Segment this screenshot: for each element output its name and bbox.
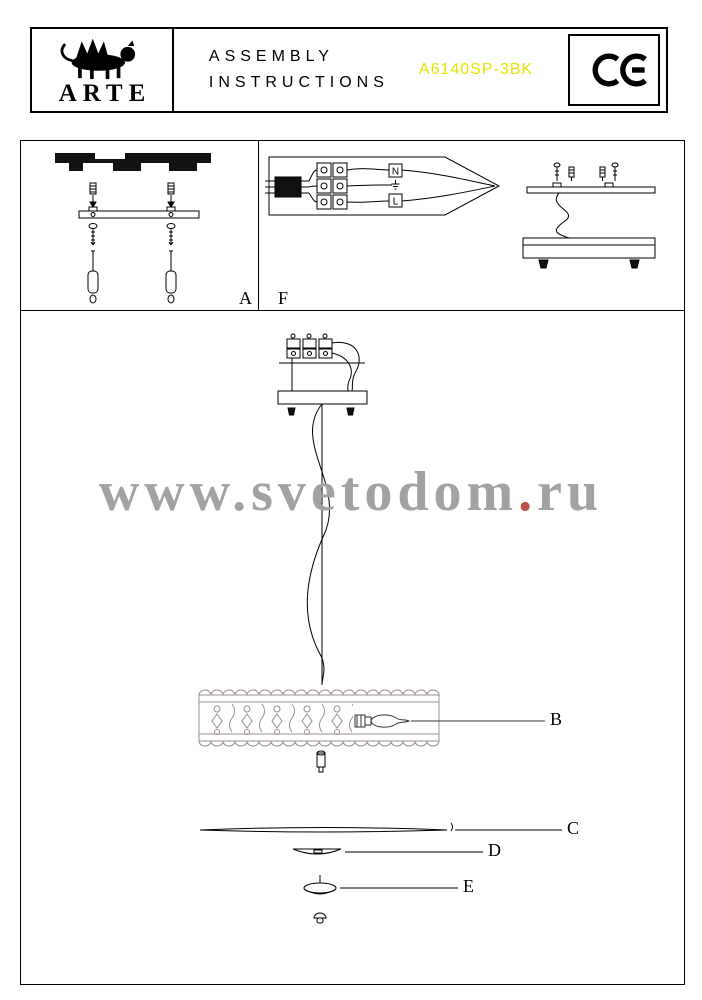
page-title: ASSEMBLY INSTRUCTIONS — [209, 44, 389, 97]
screw-icon — [88, 223, 98, 246]
ceiling-bracket-shape — [55, 153, 211, 171]
panel-a-mounting-hardware — [21, 141, 259, 311]
header-box: ARTE ASSEMBLY INSTRUCTIONS A6140SP-3BK — [30, 27, 668, 113]
screw-icon — [166, 223, 176, 246]
panel-f-label: F — [278, 288, 289, 308]
mounting-bar — [78, 206, 200, 219]
suspension-cable — [306, 403, 330, 686]
screwdriver-icon — [87, 250, 99, 304]
watermark-dot: . — [518, 461, 538, 523]
terminal-block — [316, 162, 348, 210]
wire-label-live: L — [393, 197, 399, 208]
title-cell: ASSEMBLY INSTRUCTIONS A6140SP-3BK — [174, 29, 568, 111]
ce-mark-box — [568, 34, 660, 106]
ring-nut-part-e — [303, 875, 458, 895]
mounting-bar — [526, 182, 656, 194]
panel-a-label: A — [239, 288, 252, 308]
main-frame: N L — [20, 140, 685, 985]
watermark-suffix: ru — [537, 461, 604, 523]
screw-icon — [553, 162, 561, 181]
wall-anchor-icon — [599, 166, 606, 181]
canopy-plate — [522, 237, 656, 259]
dish-part-d — [292, 848, 483, 855]
mounting-hardware-drawing — [55, 153, 211, 304]
wall-anchor-icon — [568, 166, 575, 181]
bulb-window — [353, 703, 437, 733]
power-cord — [555, 192, 570, 239]
earth-symbol-icon — [391, 180, 400, 190]
shade-finial — [316, 750, 326, 773]
lampshade — [198, 689, 440, 747]
ceiling-terminal-block — [279, 333, 365, 392]
wall-anchor-icon — [167, 182, 175, 208]
bolt-icon — [346, 407, 355, 416]
wire-label-neutral: N — [392, 167, 399, 178]
watermark-text: www.svetodom.ru — [99, 460, 603, 524]
bolt-icon — [538, 259, 549, 269]
mains-connector — [274, 176, 302, 198]
panel-f-wiring-diagram: N L — [259, 141, 685, 311]
screwdriver-icon — [165, 250, 177, 304]
model-code: A6140SP-3BK — [418, 61, 534, 78]
bottom-knob — [313, 912, 327, 924]
wall-anchor-icon — [89, 182, 97, 208]
power-cord — [306, 403, 330, 686]
lace-pattern — [211, 703, 355, 735]
part-b-label: B — [550, 709, 563, 729]
bolt-icon — [287, 407, 296, 416]
part-d-label: D — [488, 840, 501, 860]
brand-text: ARTE — [58, 80, 152, 107]
watermark-prefix: www.svetodom — [98, 461, 519, 523]
arrow-plate — [268, 156, 501, 216]
bolt-icon — [629, 259, 640, 269]
title-line-1: ASSEMBLY — [208, 47, 334, 65]
brand-logo-cell: ARTE — [32, 29, 174, 111]
wiring-diagram-drawing: N L — [265, 156, 656, 269]
diffuser-plate-part-c — [199, 822, 562, 833]
candle-bulb-icon — [370, 714, 411, 728]
title-line-2: INSTRUCTIONS — [208, 74, 389, 91]
ce-mark-icon — [592, 53, 647, 87]
winged-lion-logo-icon — [60, 38, 136, 80]
bulb-and-socket — [354, 714, 545, 728]
part-e-label: E — [463, 876, 474, 896]
pendant-lamp-drawing — [198, 333, 562, 924]
part-c-label: C — [567, 818, 580, 838]
screw-icon — [611, 162, 619, 181]
